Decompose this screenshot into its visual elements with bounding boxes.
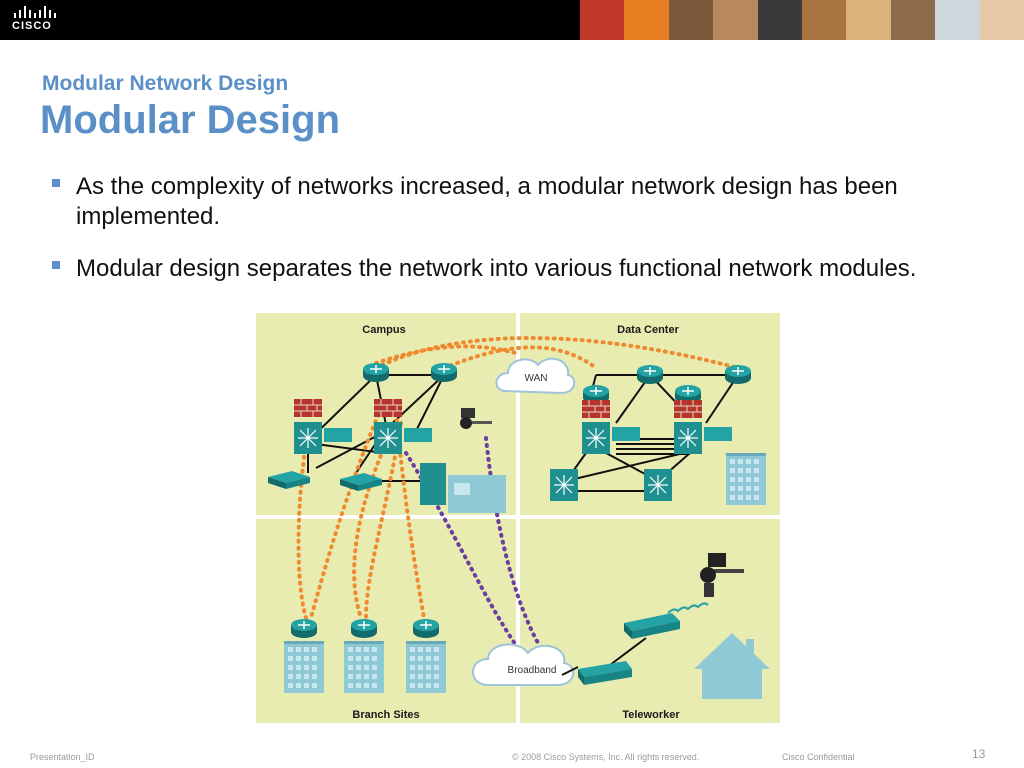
bullet-text: Modular design separates the network int… <box>76 255 917 282</box>
bullet-list: As the complexity of networks increased,… <box>52 172 962 306</box>
service-module-icon <box>324 428 352 442</box>
user-workstation-icon <box>460 408 492 429</box>
branch-building-icon <box>284 641 324 693</box>
firewall-icon <box>373 398 403 418</box>
header-photo <box>935 0 980 40</box>
header-photo <box>757 0 803 40</box>
building-window <box>454 483 470 495</box>
header-photo <box>890 0 936 40</box>
data-center-switch-icon <box>724 364 752 385</box>
bullet-square-icon <box>52 261 60 269</box>
header-photo <box>713 0 758 40</box>
home-icon <box>694 633 770 699</box>
firewall-icon <box>293 398 323 418</box>
presentation-id: Presentation_ID <box>30 752 95 762</box>
campus-router-icon <box>362 362 390 383</box>
branch-building-icon <box>344 641 384 693</box>
bullet-square-icon <box>52 179 60 187</box>
slide-subtitle: Modular Network Design <box>42 72 289 95</box>
slide-title: Modular Design <box>40 98 341 142</box>
modular-network-diagram: Campus Data Center Branch Sites Telework… <box>256 313 780 723</box>
data-center-switch-icon <box>636 364 664 385</box>
bullet-text: As the complexity of networks increased,… <box>76 173 898 230</box>
branch-router-icon <box>412 618 440 639</box>
server-icon <box>420 463 446 505</box>
firewall-icon <box>581 399 611 419</box>
campus-label: Campus <box>362 324 405 336</box>
header-photo <box>802 0 847 40</box>
header-bar: CISCO <box>0 0 1024 40</box>
service-module-icon <box>704 427 732 441</box>
logo-wordmark: CISCO <box>12 20 52 32</box>
branch-sites-label: Branch Sites <box>352 709 419 721</box>
teleworker-links <box>561 637 647 676</box>
multilayer-switch-icon <box>293 421 323 455</box>
branch-router-icon <box>350 618 378 639</box>
teleworker-user-icon <box>700 553 744 597</box>
wan-cloud-icon: WAN <box>495 357 576 395</box>
multilayer-switch-icon <box>673 421 703 455</box>
header-photo <box>624 0 669 40</box>
teleworker-label: Teleworker <box>622 709 680 721</box>
header-photo <box>979 0 1024 40</box>
cisco-bars-icon <box>14 6 56 18</box>
broadband-cloud-label: Broadband <box>508 665 557 676</box>
service-module-icon <box>404 428 432 442</box>
data-center-building-icon <box>726 453 766 505</box>
bullet-item: Modular design separates the network int… <box>52 254 962 284</box>
header-photo <box>668 0 714 40</box>
wan-cloud-label: WAN <box>525 373 548 384</box>
service-module-icon <box>612 427 640 441</box>
bullet-item: As the complexity of networks increased,… <box>52 172 962 232</box>
multilayer-switch-icon <box>581 421 611 455</box>
core-switch-icon <box>643 468 673 502</box>
header-photo <box>580 0 625 40</box>
page-number: 13 <box>972 747 986 761</box>
firewall-icon <box>673 399 703 419</box>
campus-router-icon <box>430 362 458 383</box>
cable-modem-icon <box>578 661 632 685</box>
data-center-label: Data Center <box>617 324 679 336</box>
header-photo-strip <box>580 0 1024 40</box>
confidential-label: Cisco Confidential <box>782 752 855 762</box>
branch-building-icon <box>406 641 446 693</box>
core-switch-icon <box>549 468 579 502</box>
copyright-notice: © 2008 Cisco Systems, Inc. All rights re… <box>512 752 700 762</box>
header-photo <box>846 0 891 40</box>
multilayer-switch-icon <box>373 421 403 455</box>
branch-router-icon <box>290 618 318 639</box>
wireless-router-icon <box>624 613 680 639</box>
cisco-logo: CISCO <box>12 6 72 34</box>
wireless-signal-icon <box>667 602 709 614</box>
